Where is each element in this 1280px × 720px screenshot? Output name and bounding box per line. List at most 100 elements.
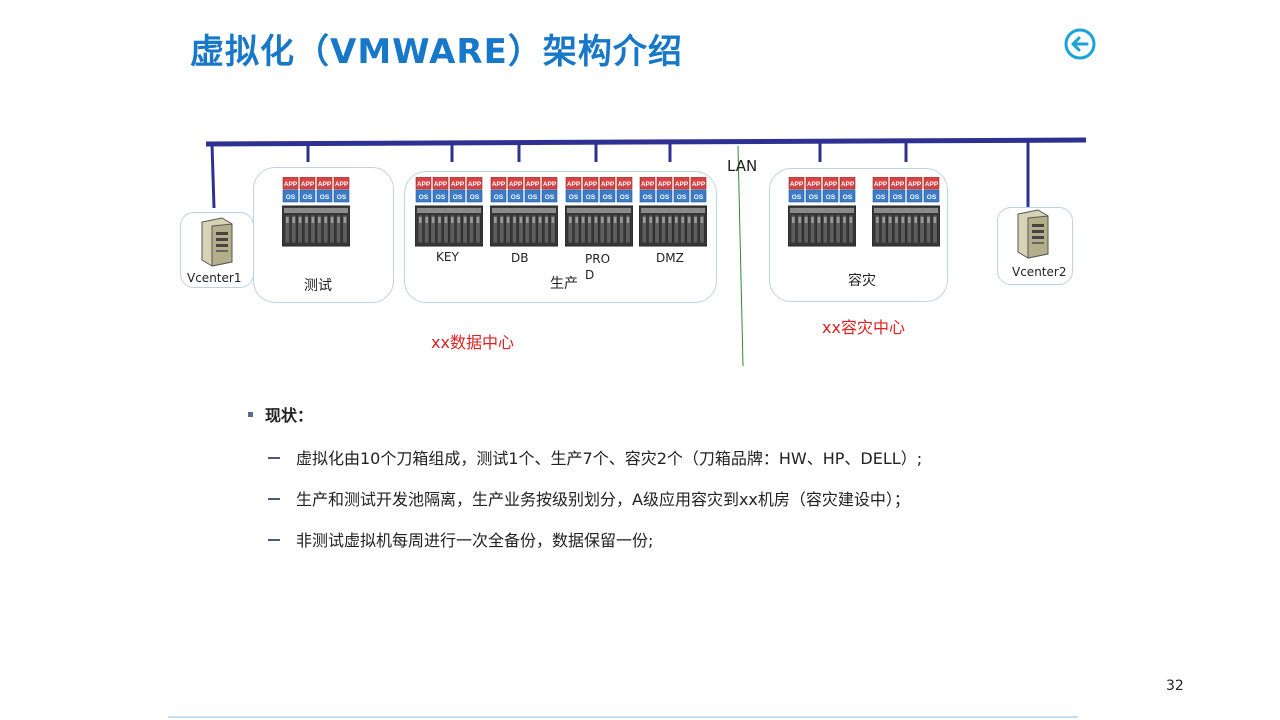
footer-divider	[168, 716, 1078, 718]
blade-chassis-icon: APP OS APP OS APP OS APP OS	[871, 176, 941, 247]
dash-bullet-icon	[268, 456, 280, 459]
svg-text:APP: APP	[618, 181, 632, 188]
svg-text:APP: APP	[925, 181, 939, 188]
svg-text:OS: OS	[876, 194, 886, 201]
svg-text:OS: OS	[470, 194, 480, 201]
svg-text:APP: APP	[692, 181, 706, 188]
svg-text:APP: APP	[335, 181, 349, 188]
status-item-text: 生产和测试开发池隔离，生产业务按级别划分，A级应用容灾到xx机房（容灾建设中）；	[296, 490, 910, 509]
blade-chassis-icon: APP OS APP OS APP OS APP OS	[414, 176, 484, 247]
site-divider-line	[737, 145, 744, 367]
svg-text:APP: APP	[807, 181, 821, 188]
svg-text:OS: OS	[528, 194, 538, 201]
svg-text:OS: OS	[303, 194, 313, 201]
test-group-label: 测试	[304, 278, 332, 294]
test-group-box	[253, 167, 394, 303]
vcenter2-label: Vcenter2	[1012, 265, 1067, 279]
svg-text:APP: APP	[543, 181, 557, 188]
svg-text:APP: APP	[526, 181, 540, 188]
cluster-label-dmz: DMZ	[656, 251, 684, 265]
svg-text:APP: APP	[908, 181, 922, 188]
blade-chassis-icon: APP OS APP OS APP OS APP OS	[787, 176, 857, 247]
svg-text:APP: APP	[584, 181, 598, 188]
svg-text:APP: APP	[509, 181, 523, 188]
svg-text:OS: OS	[511, 194, 521, 201]
svg-text:APP: APP	[284, 181, 298, 188]
svg-text:OS: OS	[826, 194, 836, 201]
svg-text:APP: APP	[417, 181, 431, 188]
svg-text:OS: OS	[694, 194, 704, 201]
svg-text:OS: OS	[453, 194, 463, 201]
blade-chassis-icon: APP OS APP OS APP OS APP OS	[281, 176, 351, 247]
drop-vcenter1	[210, 143, 216, 209]
svg-text:OS: OS	[419, 194, 429, 201]
network-lines	[205, 137, 1087, 367]
server-tower-icon	[201, 217, 233, 267]
square-bullet-icon	[248, 412, 253, 417]
status-heading-text: 现状：	[265, 406, 314, 425]
svg-text:OS: OS	[643, 194, 653, 201]
blade-chassis-icon: APP OS APP OS APP OS APP OS	[638, 176, 708, 247]
svg-text:APP: APP	[492, 181, 506, 188]
back-button[interactable]	[1064, 28, 1096, 60]
dr-group-box	[769, 168, 948, 302]
datacenter-label: xx数据中心	[431, 333, 514, 352]
vcenter1-label: Vcenter1	[187, 271, 242, 285]
status-item: 非测试虚拟机每周进行一次全备份，数据保留一份;	[268, 527, 653, 551]
dr-center-label: xx容灾中心	[822, 318, 905, 337]
prod-group-box	[404, 171, 717, 303]
svg-text:APP: APP	[891, 181, 905, 188]
svg-text:OS: OS	[494, 194, 504, 201]
svg-text:APP: APP	[451, 181, 465, 188]
svg-text:OS: OS	[586, 194, 596, 201]
status-heading: 现状：	[248, 402, 313, 426]
svg-text:APP: APP	[675, 181, 689, 188]
lan-label: LAN	[727, 157, 758, 175]
status-item-text: 虚拟化由10个刀箱组成，测试1个、生产7个、容灾2个（刀箱品牌：HW、HP、DE…	[296, 449, 923, 468]
svg-text:APP: APP	[318, 181, 332, 188]
svg-text:OS: OS	[660, 194, 670, 201]
svg-text:OS: OS	[603, 194, 613, 201]
svg-text:OS: OS	[809, 194, 819, 201]
svg-text:OS: OS	[320, 194, 330, 201]
svg-text:APP: APP	[601, 181, 615, 188]
svg-text:OS: OS	[436, 194, 446, 201]
svg-text:OS: OS	[569, 194, 579, 201]
svg-text:APP: APP	[790, 181, 804, 188]
page-number: 32	[1166, 678, 1184, 694]
page-title: 虚拟化（VMWARE）架构介绍	[190, 32, 683, 72]
cluster-label-key: KEY	[436, 250, 459, 264]
status-item: 虚拟化由10个刀箱组成，测试1个、生产7个、容灾2个（刀箱品牌：HW、HP、DE…	[268, 445, 922, 469]
svg-text:OS: OS	[893, 194, 903, 201]
blade-chassis-icon: APP OS APP OS APP OS APP OS	[489, 176, 559, 247]
svg-text:OS: OS	[677, 194, 687, 201]
svg-text:APP: APP	[874, 181, 888, 188]
svg-text:APP: APP	[841, 181, 855, 188]
status-item-text: 非测试虚拟机每周进行一次全备份，数据保留一份;	[296, 531, 654, 550]
dash-bullet-icon	[268, 497, 280, 500]
svg-text:APP: APP	[824, 181, 838, 188]
svg-text:APP: APP	[301, 181, 315, 188]
svg-text:OS: OS	[910, 194, 920, 201]
cluster-label-prod: PRO D	[585, 252, 611, 282]
dash-bullet-icon	[268, 538, 280, 541]
svg-text:OS: OS	[337, 194, 347, 201]
svg-text:OS: OS	[792, 194, 802, 201]
svg-text:APP: APP	[641, 181, 655, 188]
vcenter2-box	[997, 207, 1073, 285]
cluster-label-db: DB	[511, 251, 529, 265]
svg-text:APP: APP	[434, 181, 448, 188]
server-tower-icon	[1017, 209, 1049, 259]
svg-text:APP: APP	[658, 181, 672, 188]
svg-text:OS: OS	[843, 194, 853, 201]
svg-text:APP: APP	[468, 181, 482, 188]
prod-group-label: 生产	[550, 276, 578, 292]
svg-text:OS: OS	[545, 194, 555, 201]
svg-text:OS: OS	[927, 194, 937, 201]
dr-group-label: 容灾	[848, 273, 876, 289]
status-item: 生产和测试开发池隔离，生产业务按级别划分，A级应用容灾到xx机房（容灾建设中）；	[268, 486, 910, 510]
lan-bus-line	[205, 137, 1087, 147]
svg-text:APP: APP	[567, 181, 581, 188]
svg-text:OS: OS	[286, 194, 296, 201]
